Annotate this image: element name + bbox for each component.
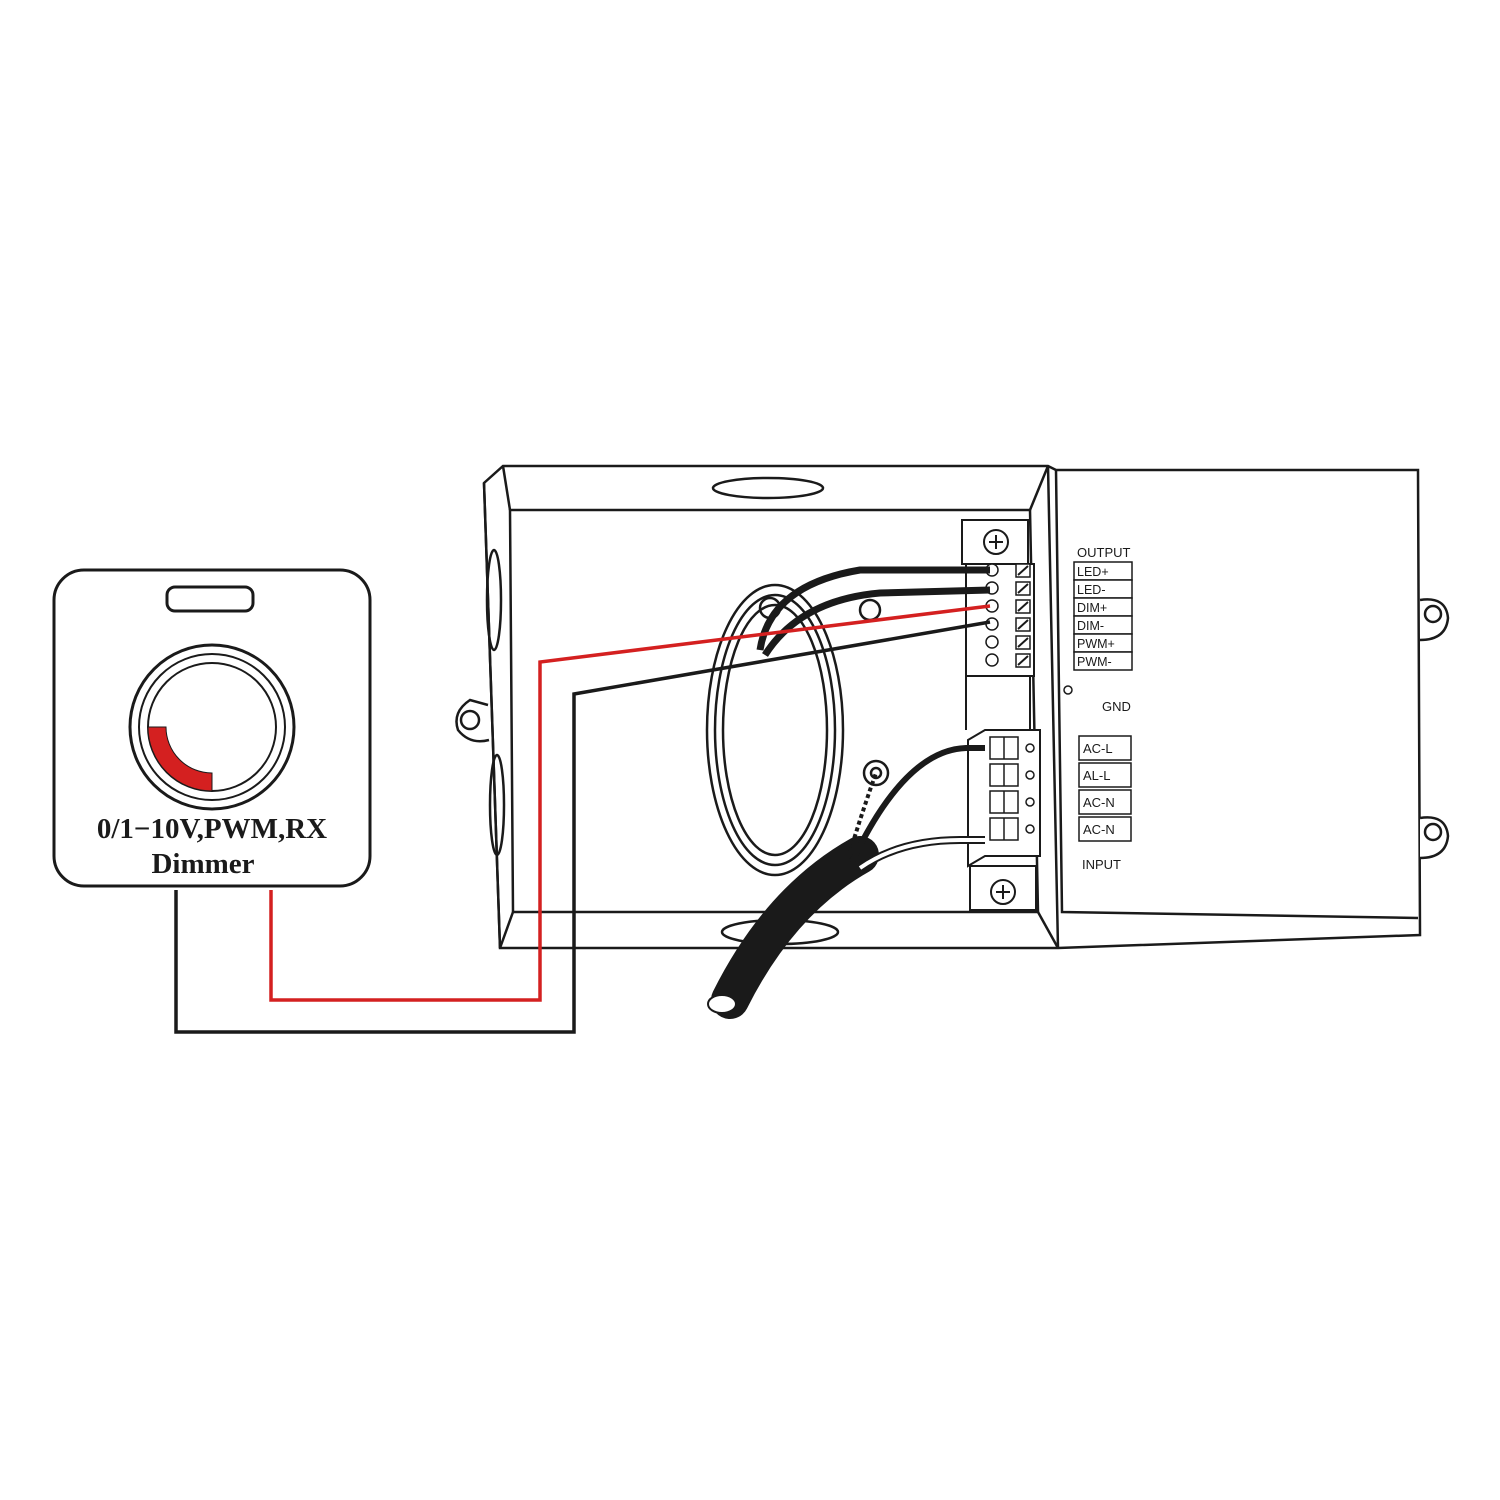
driver-enclosure	[455, 464, 1450, 950]
input-terminal-label: AL-L	[1083, 768, 1110, 783]
enclosure-outline	[482, 464, 1422, 950]
output-terminal-label: DIM-	[1077, 619, 1104, 633]
input-title: INPUT	[1082, 857, 1121, 872]
dimmer-slot	[165, 585, 255, 613]
input-terminal-clamp[interactable]	[989, 763, 1035, 787]
input-terminal-3: AC-N	[1078, 789, 1132, 815]
dimmer-unit: 0/1−10V,PWM,RX Dimmer	[52, 568, 372, 888]
output-terminal-led-neg: LED-	[1073, 579, 1133, 599]
output-terminal-pwm-neg: PWM-	[1073, 651, 1133, 671]
dimmer-type-label: 0/1−10V,PWM,RX	[97, 813, 327, 845]
output-terminal-label: DIM+	[1077, 601, 1107, 615]
input-terminal-clamp[interactable]	[989, 736, 1035, 760]
output-terminal-screw[interactable]	[985, 617, 1031, 632]
dim-negative-wire	[174, 620, 991, 1034]
output-terminal-dim-neg: DIM-	[1073, 615, 1133, 635]
dimmer-name-label: Dimmer	[151, 848, 254, 880]
output-terminal-label: LED-	[1077, 583, 1105, 597]
input-terminal-labels: AC-L AL-L AC-N AC-N	[1078, 735, 1132, 842]
toroid-coil	[705, 583, 845, 877]
gnd-label: GND	[1102, 699, 1131, 714]
output-terminal-dim-negpos: DIM+	[1073, 597, 1133, 617]
output-terminal-label: LED+	[1077, 565, 1109, 579]
output-title: OUTPUT	[1077, 545, 1131, 560]
driver-cover-panel	[1046, 465, 1419, 949]
input-terminal-clamp[interactable]	[989, 817, 1035, 841]
input-terminal-label: AC-N	[1083, 822, 1115, 837]
dim-positive-wire	[269, 604, 991, 1002]
input-terminal-label: AC-N	[1083, 795, 1115, 810]
input-terminal-4: AC-N	[1078, 816, 1132, 842]
output-terminal-label: PWM-	[1077, 655, 1112, 669]
output-terminal-slots	[985, 563, 1031, 668]
output-terminal-screw[interactable]	[985, 653, 1031, 668]
output-terminal-pwm-negpos: PWM+	[1073, 633, 1133, 653]
top-knockout	[711, 476, 825, 500]
input-terminal-2: AL-L	[1078, 762, 1132, 788]
output-terminal-screw[interactable]	[985, 599, 1031, 614]
input-terminal-slots	[989, 736, 1035, 841]
mains-wire-ground	[846, 772, 878, 859]
input-terminal-1: AC-L	[1078, 735, 1132, 761]
output-terminal-led-negpos: LED+	[1073, 561, 1133, 581]
ground-screw-post	[862, 759, 890, 787]
mains-wire-live	[849, 745, 985, 864]
output-terminal-label: PWM+	[1077, 637, 1115, 651]
side-knockout-bottom	[488, 753, 506, 857]
output-terminal-labels: LED+ LED- DIM+ DIM- PWM+ PWM-	[1073, 561, 1133, 671]
mounting-ear-left	[455, 698, 490, 743]
input-terminal-clamp[interactable]	[989, 790, 1035, 814]
input-terminal-label: AC-L	[1083, 741, 1113, 756]
side-knockout-top	[485, 548, 503, 652]
dimmer-knob[interactable]	[128, 643, 296, 811]
output-terminal-screw[interactable]	[985, 635, 1031, 650]
dimmer-level-indicator	[147, 726, 213, 792]
mains-cable	[707, 745, 985, 1019]
